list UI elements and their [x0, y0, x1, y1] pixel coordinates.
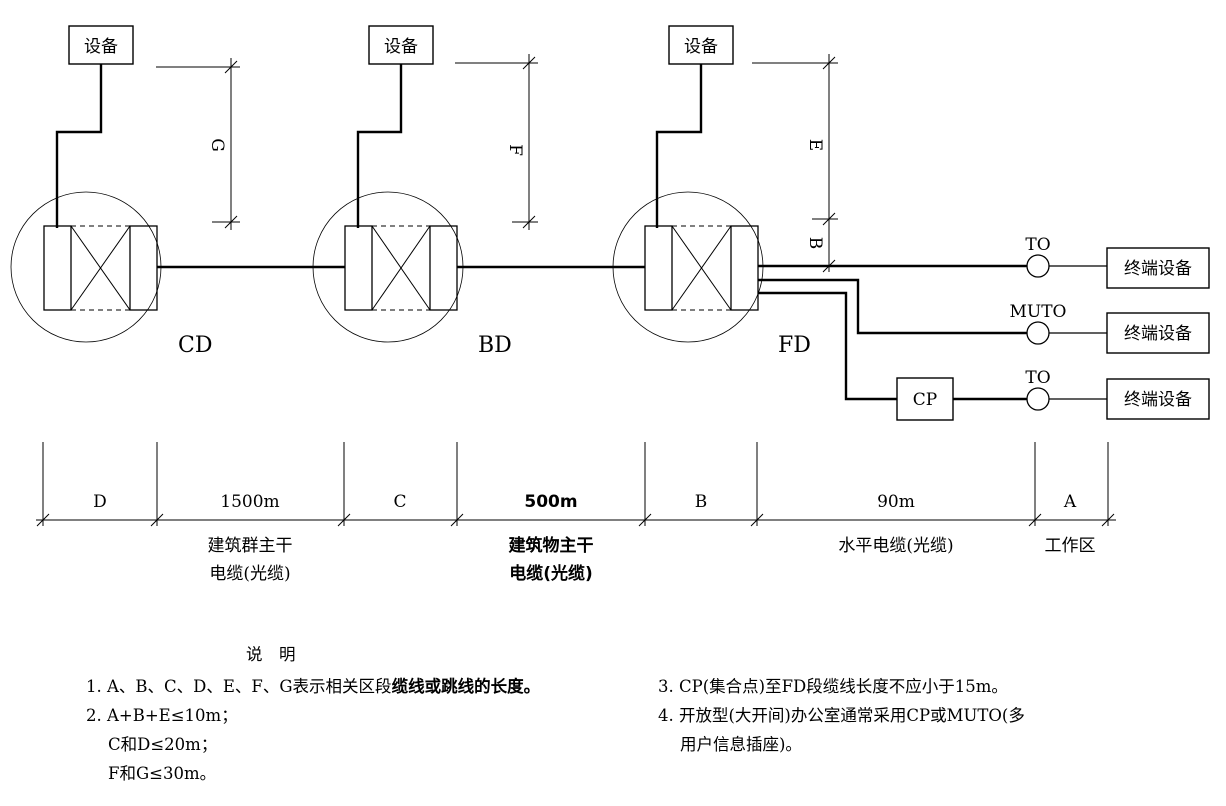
distributor-label-cd: CD — [178, 333, 212, 358]
terminal-label-3: 终端设备 — [1124, 390, 1192, 410]
segment-label-d: D — [93, 492, 107, 512]
outlet-to-1 — [1026, 254, 1050, 278]
outlet-to-2 — [1026, 387, 1050, 411]
segment-label-horizontal: 90m — [877, 492, 915, 512]
note-1-emphasis: 缆线或跳线的长度。 — [391, 677, 541, 696]
dimension-label-g: G — [207, 138, 227, 152]
segment-label-b: B — [695, 492, 708, 512]
caption-campus-1: 建筑群主干 — [208, 536, 293, 556]
notes-right: 3. CP(集合点)至FD段缆线长度不应小于15m。 4. 开放型(大开间)办公… — [658, 672, 1025, 759]
segment-label-c: C — [393, 492, 406, 512]
segment-label-campus: 1500m — [220, 492, 279, 512]
note-1: 1. A、B、C、D、E、F、G表示相关区段缆线或跳线的长度。 — [86, 672, 540, 701]
distributor-frame-cd — [43, 225, 158, 311]
terminal-box-2: 终端设备 — [1106, 312, 1210, 354]
note-4-line-2: 用户信息插座)。 — [680, 735, 802, 754]
note-3: 3. CP(集合点)至FD段缆线长度不应小于15m。 — [658, 677, 1008, 696]
segment-label-a: A — [1063, 492, 1077, 512]
caption-horizontal: 水平电缆(光缆) — [838, 536, 953, 556]
outlet-muto — [1026, 321, 1050, 345]
note-2-line-2: C和D≤20m； — [108, 735, 218, 754]
consolidation-point-box: CP — [896, 377, 954, 421]
terminal-label-2: 终端设备 — [1124, 324, 1192, 344]
horizontal-cable-cp — [758, 291, 897, 401]
caption-campus-2: 电缆(光缆) — [209, 564, 290, 584]
terminal-label-1: 终端设备 — [1124, 259, 1192, 279]
note-2-line-1: 2. A+B+E≤10m； — [86, 706, 238, 725]
cp-label: CP — [913, 390, 937, 410]
device-label-fd: 设备 — [684, 37, 718, 57]
dimension-f: F — [455, 54, 538, 230]
outlet-label-to-1: TO — [1025, 235, 1050, 255]
dimension-label-e: E — [805, 139, 825, 151]
dimension-g: G — [156, 58, 240, 230]
distributor-frame-fd — [644, 225, 759, 311]
distributor-label-bd: BD — [478, 333, 512, 358]
caption-work-area: 工作区 — [1045, 536, 1096, 556]
patch-cord-fd — [655, 64, 703, 228]
terminal-box-1: 终端设备 — [1106, 247, 1210, 289]
distributor-label-fd: FD — [778, 333, 811, 358]
dimension-label-b-vertical: B — [805, 237, 825, 250]
terminal-box-3: 终端设备 — [1106, 378, 1210, 420]
notes-title: 说 明 — [246, 645, 296, 664]
caption-building-1: 建筑物主干 — [509, 535, 594, 556]
note-2-line-3: F和G≤30m。 — [108, 764, 217, 783]
horizontal-cable-muto — [758, 278, 1027, 335]
patch-cord-cd — [55, 64, 103, 228]
device-box-cd: 设备 — [68, 25, 134, 65]
device-label-bd: 设备 — [384, 37, 418, 57]
note-4-line-1: 4. 开放型(大开间)办公室通常采用CP或MUTO(多 — [658, 706, 1025, 725]
note-1-text: 1. A、B、C、D、E、F、G表示相关区段 — [86, 677, 392, 696]
outlet-label-muto: MUTO — [1009, 302, 1066, 322]
distributor-circle-cd — [10, 191, 162, 343]
device-label-cd: 设备 — [84, 37, 118, 57]
device-box-bd: 设备 — [368, 25, 434, 65]
caption-building-2: 电缆(光缆) — [509, 563, 593, 584]
segment-label-building: 500m — [524, 492, 577, 512]
device-box-fd: 设备 — [668, 25, 734, 65]
dimension-label-f: F — [505, 144, 525, 156]
dimension-e-b: E B — [752, 54, 838, 273]
outlet-label-to-2: TO — [1025, 368, 1050, 388]
segment-dimension-row — [36, 442, 1116, 527]
notes-left: 1. A、B、C、D、E、F、G表示相关区段缆线或跳线的长度。 2. A+B+E… — [86, 672, 540, 788]
distributor-frame-bd — [344, 225, 458, 311]
patch-cord-bd — [356, 64, 403, 228]
